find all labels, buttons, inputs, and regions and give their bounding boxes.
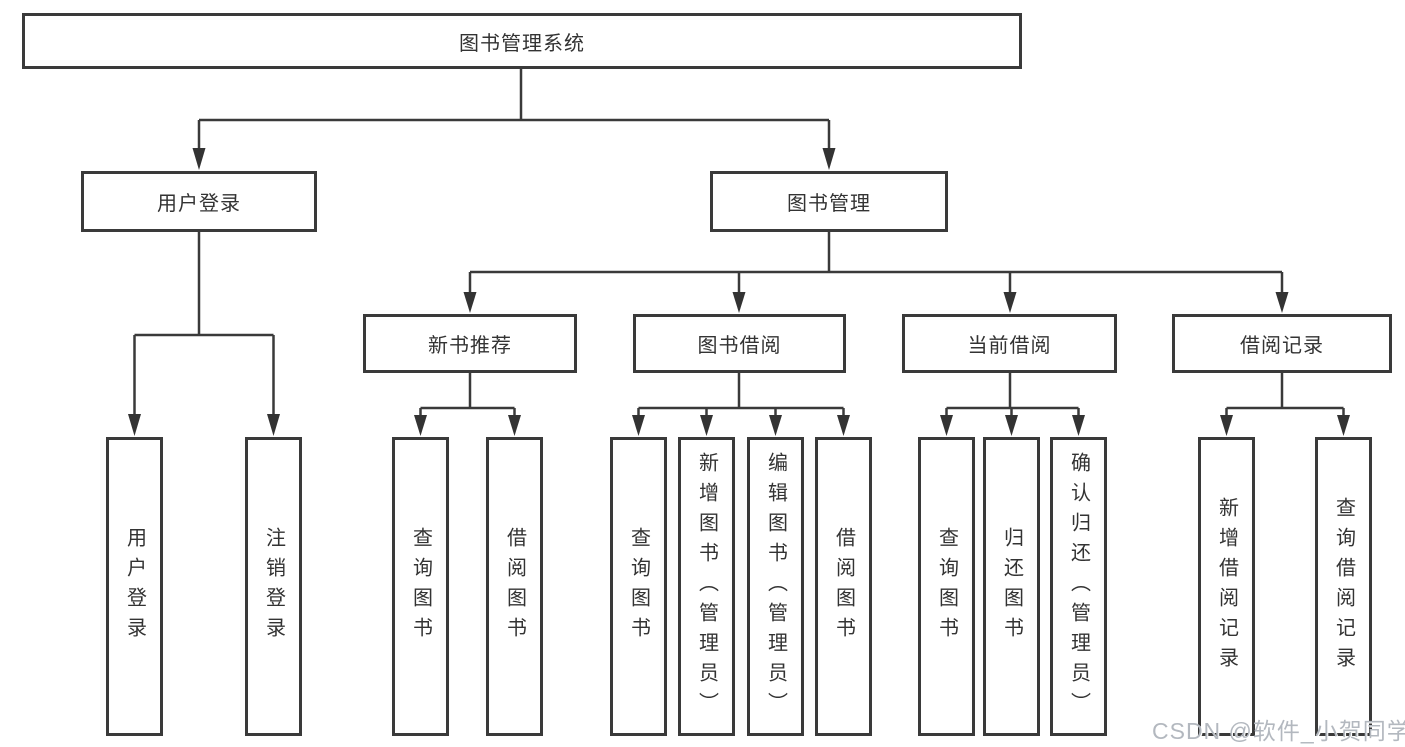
node-user-login: 用户登录 <box>81 171 317 232</box>
leaf-add-books-admin: 新增图书（管理员） <box>678 437 735 736</box>
arrowhead <box>192 148 206 170</box>
arrowhead <box>632 415 645 436</box>
leaf-borrow-books-recommend: 借阅图书 <box>486 437 543 736</box>
node-book-borrowing: 图书借阅 <box>633 314 846 373</box>
node-root: 图书管理系统 <box>22 13 1022 69</box>
leaf-confirm-return-admin: 确认归还（管理员） <box>1050 437 1107 736</box>
leaf-query-books-current: 查询图书 <box>918 437 975 736</box>
leaf-borrow-books-borrowing: 借阅图书 <box>815 437 872 736</box>
arrowhead <box>700 415 713 436</box>
leaf-user-login: 用户登录 <box>106 437 163 736</box>
leaf-query-borrow-record: 查询借阅记录 <box>1315 437 1372 736</box>
leaf-return-books: 归还图书 <box>983 437 1040 736</box>
arrowhead <box>1005 415 1018 436</box>
arrowhead <box>267 414 280 436</box>
arrowhead <box>1072 415 1085 436</box>
connector-current <box>945 373 1080 417</box>
node-book-management: 图书管理 <box>710 171 948 232</box>
connector-root <box>197 69 831 150</box>
arrowhead <box>837 415 850 436</box>
leaf-edit-books-admin: 编辑图书（管理员） <box>747 437 804 736</box>
node-borrowing-records: 借阅记录 <box>1172 314 1392 373</box>
node-new-book-recommend: 新书推荐 <box>363 314 577 373</box>
connector-new-book <box>419 373 516 417</box>
arrowhead <box>732 292 746 313</box>
connector-user-login <box>133 232 275 416</box>
arrowhead <box>822 148 836 170</box>
connector-borrowing <box>637 373 845 417</box>
connector-records <box>1225 373 1345 417</box>
leaf-add-borrow-record: 新增借阅记录 <box>1198 437 1255 736</box>
arrowhead <box>463 292 477 313</box>
arrowhead <box>1220 415 1233 436</box>
arrowhead <box>1337 415 1350 436</box>
arrowhead <box>414 415 427 436</box>
arrowhead <box>769 415 782 436</box>
leaf-query-books-recommend: 查询图书 <box>392 437 449 736</box>
arrowhead <box>940 415 953 436</box>
watermark: CSDN @软件_小贺同学 <box>1152 718 1405 744</box>
node-current-borrowing: 当前借阅 <box>902 314 1117 373</box>
arrowhead <box>128 414 141 436</box>
arrowhead <box>508 415 521 436</box>
arrowhead <box>1275 292 1289 313</box>
leaf-query-books-borrowing: 查询图书 <box>610 437 667 736</box>
connector-book-management <box>468 232 1284 294</box>
arrowhead <box>1003 292 1017 313</box>
leaf-logout: 注销登录 <box>245 437 302 736</box>
